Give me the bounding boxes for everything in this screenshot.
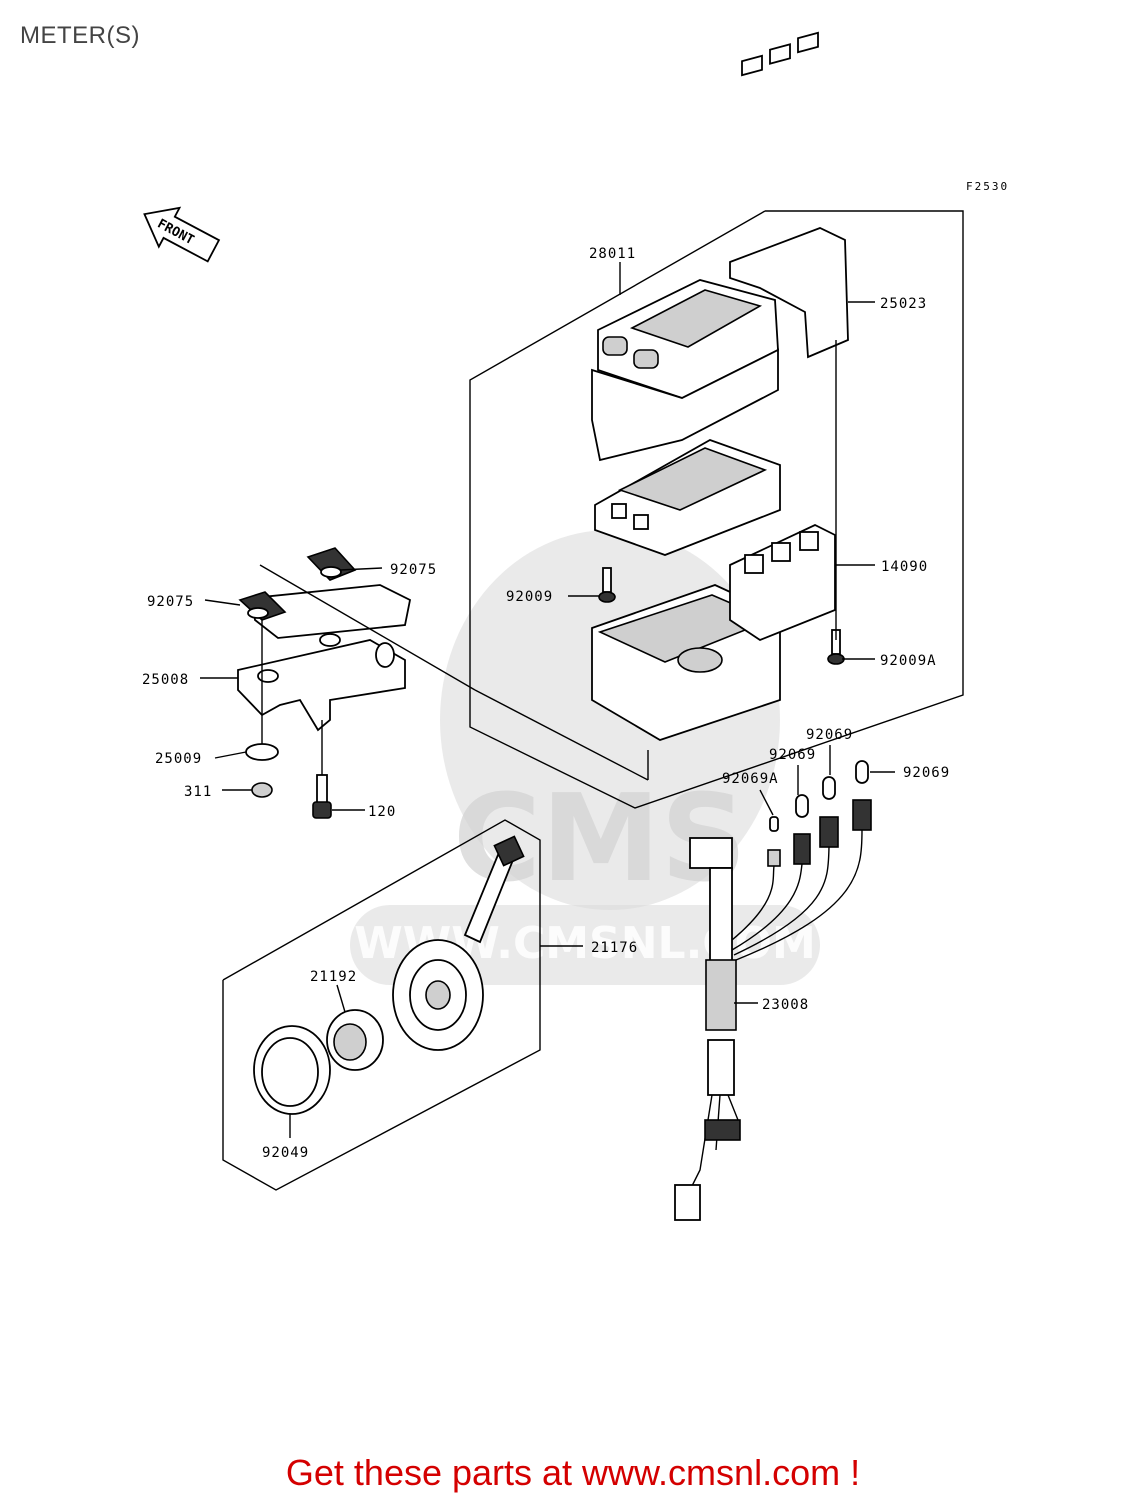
meter-case-part bbox=[591, 523, 836, 741]
callout-120: 120 bbox=[368, 804, 396, 820]
callout-28011: 28011 bbox=[589, 246, 636, 262]
front-arrow-icon: FRONT bbox=[143, 206, 221, 263]
callout-25023: 25023 bbox=[880, 296, 927, 312]
callout-14090: 14090 bbox=[881, 559, 928, 575]
callout-25008: 25008 bbox=[142, 672, 189, 688]
screw-92009-part bbox=[598, 567, 616, 603]
bulb-92069A-part bbox=[767, 816, 781, 867]
callout-23008: 23008 bbox=[762, 997, 809, 1013]
callout-311: 311 bbox=[184, 784, 212, 800]
callout-92075-a: 92075 bbox=[390, 562, 437, 578]
callout-92069-b: 92069 bbox=[769, 747, 816, 763]
callout-92075-b: 92075 bbox=[147, 594, 194, 610]
callout-92069-a: 92069 bbox=[806, 727, 853, 743]
meter-assembly-frame bbox=[469, 210, 964, 809]
footer-link-text[interactable]: Get these parts at www.cmsnl.com ! bbox=[285, 1452, 861, 1493]
callout-92009: 92009 bbox=[506, 589, 553, 605]
ring-part bbox=[253, 1025, 331, 1115]
callout-92009A: 92009A bbox=[880, 653, 937, 669]
washer-part bbox=[245, 743, 279, 761]
callout-21192: 21192 bbox=[310, 969, 357, 985]
page-title: METER(S) bbox=[20, 22, 140, 49]
nut-part bbox=[251, 782, 273, 798]
callout-labels: 28011 25023 14090 92009 92009A 92075 920… bbox=[142, 246, 950, 1161]
damper-92075-a-part bbox=[238, 591, 287, 621]
indicator-cover-part bbox=[729, 31, 849, 359]
damper-92075-b-part bbox=[306, 547, 357, 581]
wiring-harness-part bbox=[674, 829, 863, 1221]
callout-92069A: 92069A bbox=[722, 771, 779, 787]
figure-code: F2530 bbox=[966, 180, 1009, 193]
bulb-92069-b-part bbox=[819, 776, 839, 848]
meter-unit-part bbox=[594, 439, 781, 556]
callout-92069-c: 92069 bbox=[903, 765, 950, 781]
speedometer-housing-part bbox=[392, 835, 525, 1051]
speedometer-assembly-frame bbox=[222, 819, 541, 1191]
gear-unit-part bbox=[326, 1009, 384, 1071]
callout-21176: 21176 bbox=[591, 940, 638, 956]
bulb-92069-c-part bbox=[852, 760, 872, 831]
bracket-part bbox=[237, 584, 412, 732]
meter-cover-part bbox=[591, 279, 779, 462]
leader-lines bbox=[200, 262, 895, 1138]
bulb-92069-a-part bbox=[793, 794, 811, 865]
callout-25009: 25009 bbox=[155, 751, 202, 767]
callout-92049: 92049 bbox=[262, 1145, 309, 1161]
bolt-part bbox=[312, 774, 332, 819]
